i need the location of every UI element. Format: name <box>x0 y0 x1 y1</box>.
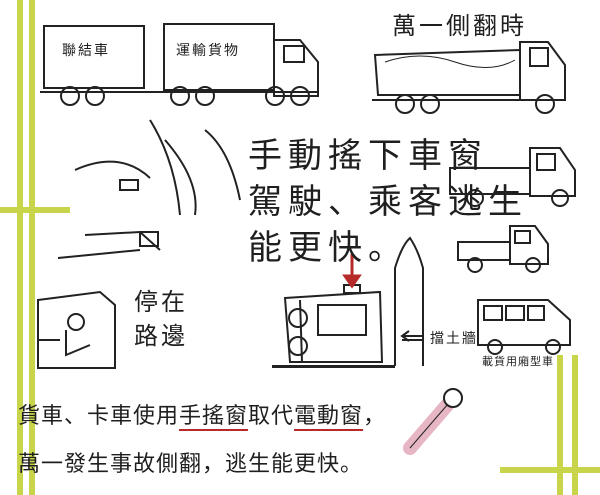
wall-pointer-arrow-icon <box>400 330 424 342</box>
park-label-line-2: 路邊 <box>134 322 188 350</box>
callout-line-2: 駕駛、乘客逃生 <box>248 182 528 222</box>
footer-text-1a: 貨車、卡車使用 <box>18 404 180 429</box>
van-drawing <box>477 299 571 355</box>
pickup-truck-drawing <box>457 225 549 273</box>
footer-line-1: 貨車、卡車使用手搖窗取代電動窗， <box>18 398 386 430</box>
flatbed-truck-drawing <box>449 147 576 207</box>
footer-text-1c: 取代 <box>248 404 295 429</box>
driver-in-cab-drawing <box>37 290 116 369</box>
footer-highlight-crank-window: 手搖窗 <box>179 404 249 429</box>
red-arrow-icon <box>342 254 362 289</box>
window-crank-icon <box>403 388 463 455</box>
callout-line-3: 能更快。 <box>248 228 408 268</box>
trailer-label-2: 運輸貨物 <box>176 43 240 59</box>
park-label-line-1: 停在 <box>134 288 188 316</box>
van-label: 載貨用廂型車 <box>482 355 554 368</box>
footer-highlight-power-window: 電動窗 <box>294 404 364 429</box>
trailer-truck-drawing <box>40 23 319 106</box>
dump-truck-drawing <box>372 41 566 114</box>
cab-interior-drawing <box>57 119 241 259</box>
footer-line-2: 萬一發生事故側翻，逃生能更快。 <box>18 452 364 477</box>
wall-label: 擋土牆 <box>430 331 478 347</box>
rollover-caption: 萬一側翻時 <box>392 12 527 40</box>
footer-text-1e: ， <box>363 404 387 429</box>
trailer-label-1: 聯結車 <box>62 43 110 59</box>
callout-line-1: 手動搖下車窗 <box>248 136 488 176</box>
